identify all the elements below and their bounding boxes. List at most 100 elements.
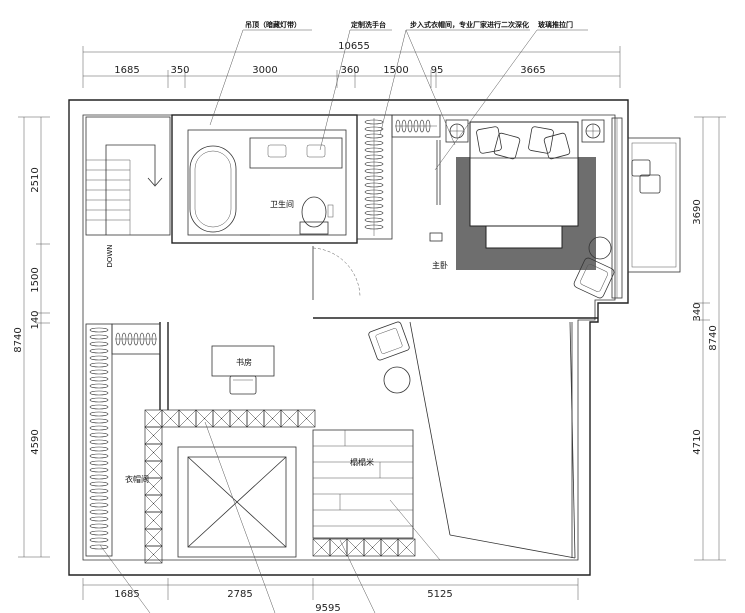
hanger-glyph bbox=[89, 488, 109, 494]
hanger-glyph bbox=[89, 383, 109, 389]
dim-bottom-total: 9595 bbox=[315, 603, 340, 613]
cabinet-cross bbox=[329, 538, 348, 557]
cabinet-cross bbox=[144, 443, 163, 462]
annotation-ceiling: 吊顶（暗藏灯带） bbox=[245, 20, 301, 29]
hanger-glyph bbox=[89, 530, 109, 536]
dim-top-total: 10655 bbox=[338, 41, 370, 52]
stair-down-label: DOWN bbox=[106, 244, 114, 267]
hanger-glyph bbox=[89, 334, 109, 340]
hanger-glyph bbox=[89, 439, 109, 445]
hanger-glyph bbox=[89, 404, 109, 410]
dim-right-total: 8740 bbox=[708, 325, 719, 350]
hanger-glyph bbox=[364, 196, 384, 202]
hanger-glyph bbox=[89, 418, 109, 424]
dim-top-segments: 1685 350 3000 360 1500 95 3665 bbox=[114, 65, 545, 76]
walkin-closet bbox=[356, 114, 443, 242]
hanger-glyph bbox=[364, 147, 384, 153]
hanger-glyph bbox=[401, 119, 407, 133]
hanger-glyph bbox=[89, 516, 109, 522]
dim-bottom-seg: 1685 bbox=[114, 589, 139, 600]
annotation-vanity: 定制洗手台 bbox=[351, 20, 386, 29]
hanger-glyph bbox=[121, 332, 127, 346]
hanger-glyph bbox=[364, 154, 384, 160]
hanger-glyph bbox=[364, 133, 384, 139]
hanger-glyph bbox=[89, 432, 109, 438]
hanger-glyph bbox=[364, 210, 384, 216]
annotation-walkin: 步入式衣帽间，专业厂家进行二次深化 bbox=[410, 20, 529, 29]
hanger-glyph bbox=[145, 332, 151, 346]
hanger-glyph bbox=[89, 474, 109, 480]
cabinet-cross bbox=[346, 538, 365, 557]
cabinet-cross bbox=[229, 409, 248, 428]
hanger-glyph bbox=[89, 376, 109, 382]
staircase bbox=[85, 116, 171, 236]
hanger-glyph bbox=[89, 467, 109, 473]
hanger-glyph bbox=[139, 332, 145, 346]
hanger-glyph bbox=[395, 119, 401, 133]
cabinet-cross bbox=[263, 409, 282, 428]
hanger-glyph bbox=[89, 348, 109, 354]
bathroom bbox=[171, 114, 358, 244]
room-label-master-bedroom: 主卧 bbox=[432, 260, 448, 270]
cabinet-cross bbox=[144, 528, 163, 547]
hanger-glyph bbox=[364, 140, 384, 146]
hanger-glyph bbox=[364, 217, 384, 223]
room-label-tatami: 榻榻米 bbox=[350, 457, 374, 467]
hanger-glyph bbox=[407, 119, 413, 133]
hanger-glyph bbox=[364, 175, 384, 181]
hanger-glyph bbox=[89, 481, 109, 487]
cabinet-cross bbox=[380, 538, 399, 557]
dim-bottom: 1685 2785 5125 9595 bbox=[114, 589, 452, 613]
left-dimension-lines bbox=[18, 116, 50, 558]
leader-lines bbox=[99, 29, 588, 613]
cabinet-cross bbox=[363, 538, 382, 557]
hanger-glyph bbox=[364, 161, 384, 167]
hanger-glyph bbox=[364, 224, 384, 230]
hanger-glyph bbox=[89, 495, 109, 501]
hanger-glyph bbox=[115, 332, 121, 346]
central-void bbox=[177, 446, 297, 558]
bed bbox=[469, 121, 579, 227]
bed-bench bbox=[485, 225, 563, 249]
hanger-glyph bbox=[89, 523, 109, 529]
hanger-glyph bbox=[89, 460, 109, 466]
hanger-glyph bbox=[364, 203, 384, 209]
storage-cabinets bbox=[144, 409, 416, 564]
dim-top-seg: 3665 bbox=[520, 65, 545, 76]
dim-left-seg: 4590 bbox=[30, 429, 41, 454]
annotation-glass-door: 玻璃推拉门 bbox=[538, 20, 573, 29]
hanger-glyph bbox=[89, 446, 109, 452]
dim-top-seg: 360 bbox=[340, 65, 359, 76]
cabinet-cross bbox=[246, 409, 265, 428]
hanger-glyph bbox=[364, 168, 384, 174]
cabinet-cross bbox=[144, 460, 163, 479]
hanger-glyph bbox=[133, 332, 139, 346]
hanger-glyph bbox=[89, 544, 109, 550]
cabinet-cross bbox=[280, 409, 299, 428]
hanger-glyph bbox=[89, 425, 109, 431]
cabinet-cross bbox=[144, 494, 163, 513]
cabinet-cross bbox=[144, 409, 163, 428]
dim-left-total: 8740 bbox=[13, 327, 24, 352]
hanger-glyph bbox=[89, 537, 109, 543]
tatami-area bbox=[312, 429, 414, 539]
dim-right: 8740 3690 340 4710 bbox=[692, 199, 719, 454]
cabinet-cross bbox=[178, 409, 197, 428]
cabinet-cross bbox=[161, 409, 180, 428]
dim-left-seg: 140 bbox=[30, 310, 41, 329]
dim-left-seg: 2510 bbox=[30, 167, 41, 192]
cabinet-cross bbox=[312, 538, 331, 557]
hanger-glyph bbox=[413, 119, 419, 133]
closet-hangers-2 bbox=[395, 119, 431, 133]
hanger-glyph bbox=[89, 397, 109, 403]
cabinet-cross bbox=[144, 511, 163, 530]
dim-top-seg: 350 bbox=[170, 65, 189, 76]
cabinet-cell bbox=[144, 545, 163, 564]
cabinet-cell bbox=[297, 409, 316, 428]
dim-right-seg: 340 bbox=[692, 302, 703, 321]
room-label-study: 书房 bbox=[236, 357, 252, 367]
dim-top-seg: 1685 bbox=[114, 65, 139, 76]
room-label-bathroom: 卫生间 bbox=[270, 199, 294, 209]
hanger-glyph bbox=[89, 327, 109, 333]
